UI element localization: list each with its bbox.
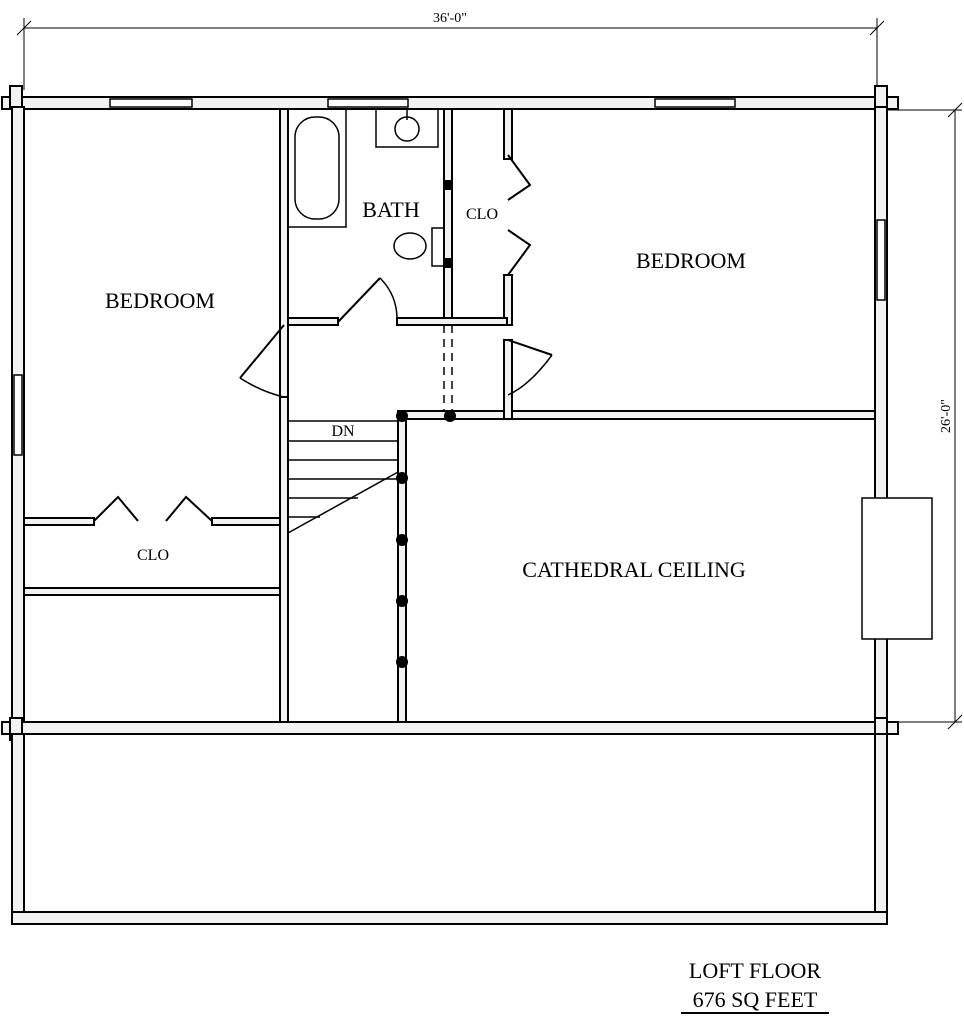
plan-title-line2: 676 SQ FEET [693, 987, 818, 1012]
left-bedroom-label: BEDROOM [105, 288, 215, 313]
right-bedroom-label: BEDROOM [636, 248, 746, 273]
door-marker-top [444, 180, 453, 190]
left-closet-label: CLO [137, 547, 169, 564]
bath-label: BATH [362, 197, 420, 222]
top-windows [109, 98, 736, 108]
railing-posts [396, 410, 456, 668]
depth-dimension: 26'-0" [888, 102, 963, 730]
interior-walls [23, 108, 876, 723]
toilet-icon [393, 227, 445, 267]
left-bedroom-door-swing [239, 324, 285, 398]
bath-closet-doors [507, 154, 532, 276]
right-bedroom-door-swing [507, 339, 553, 396]
sink-icon [375, 108, 439, 148]
depth-dimension-label: 26'-0" [939, 399, 954, 433]
cathedral-ceiling-label: CATHEDRAL CEILING [522, 557, 746, 582]
stair-down-label: DN [331, 423, 355, 440]
door-marker-bottom [444, 258, 453, 268]
bath-closet-label: CLO [466, 206, 498, 223]
side-windows [13, 219, 886, 456]
hall-opening [443, 325, 453, 411]
stairs: DN [287, 420, 399, 534]
left-closet-doors [93, 495, 213, 522]
width-dimension: 36'-0" [16, 11, 885, 90]
plan-title-line1: LOFT FLOOR [689, 958, 822, 983]
bath-door-swing [337, 277, 398, 323]
width-dimension-label: 36'-0" [433, 11, 467, 26]
fireplace-box [861, 497, 933, 640]
bathtub-icon [287, 108, 347, 228]
plan-title: LOFT FLOOR 676 SQ FEET [681, 958, 829, 1014]
